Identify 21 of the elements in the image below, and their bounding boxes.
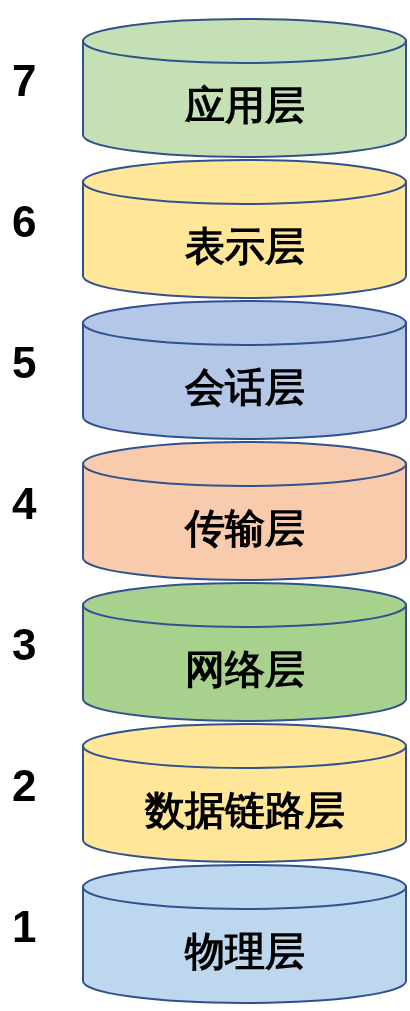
layer-number: 7 <box>12 56 37 106</box>
layer-cylinder <box>82 723 407 863</box>
layer-number: 5 <box>12 338 37 388</box>
layer-cylinder <box>82 441 407 581</box>
layer-cylinder <box>82 582 407 722</box>
layer-cylinder <box>82 159 407 299</box>
layer-name: 物理层 <box>183 928 306 975</box>
layer-name: 应用层 <box>183 82 306 129</box>
layer-name: 会话层 <box>183 364 306 411</box>
layer-name: 网络层 <box>183 646 306 693</box>
layer-name: 传输层 <box>183 505 306 552</box>
layer-cylinder <box>82 864 407 1004</box>
layer-cylinder <box>82 18 407 158</box>
layer-number: 6 <box>12 197 37 247</box>
layer-name: 表示层 <box>183 223 306 270</box>
layer-name: 数据链路层 <box>143 787 346 834</box>
layer-number: 4 <box>12 479 37 529</box>
layer-number: 2 <box>12 761 37 811</box>
layer-number: 1 <box>12 902 37 952</box>
layer-cylinder <box>82 300 407 440</box>
layer-number: 3 <box>12 620 37 670</box>
